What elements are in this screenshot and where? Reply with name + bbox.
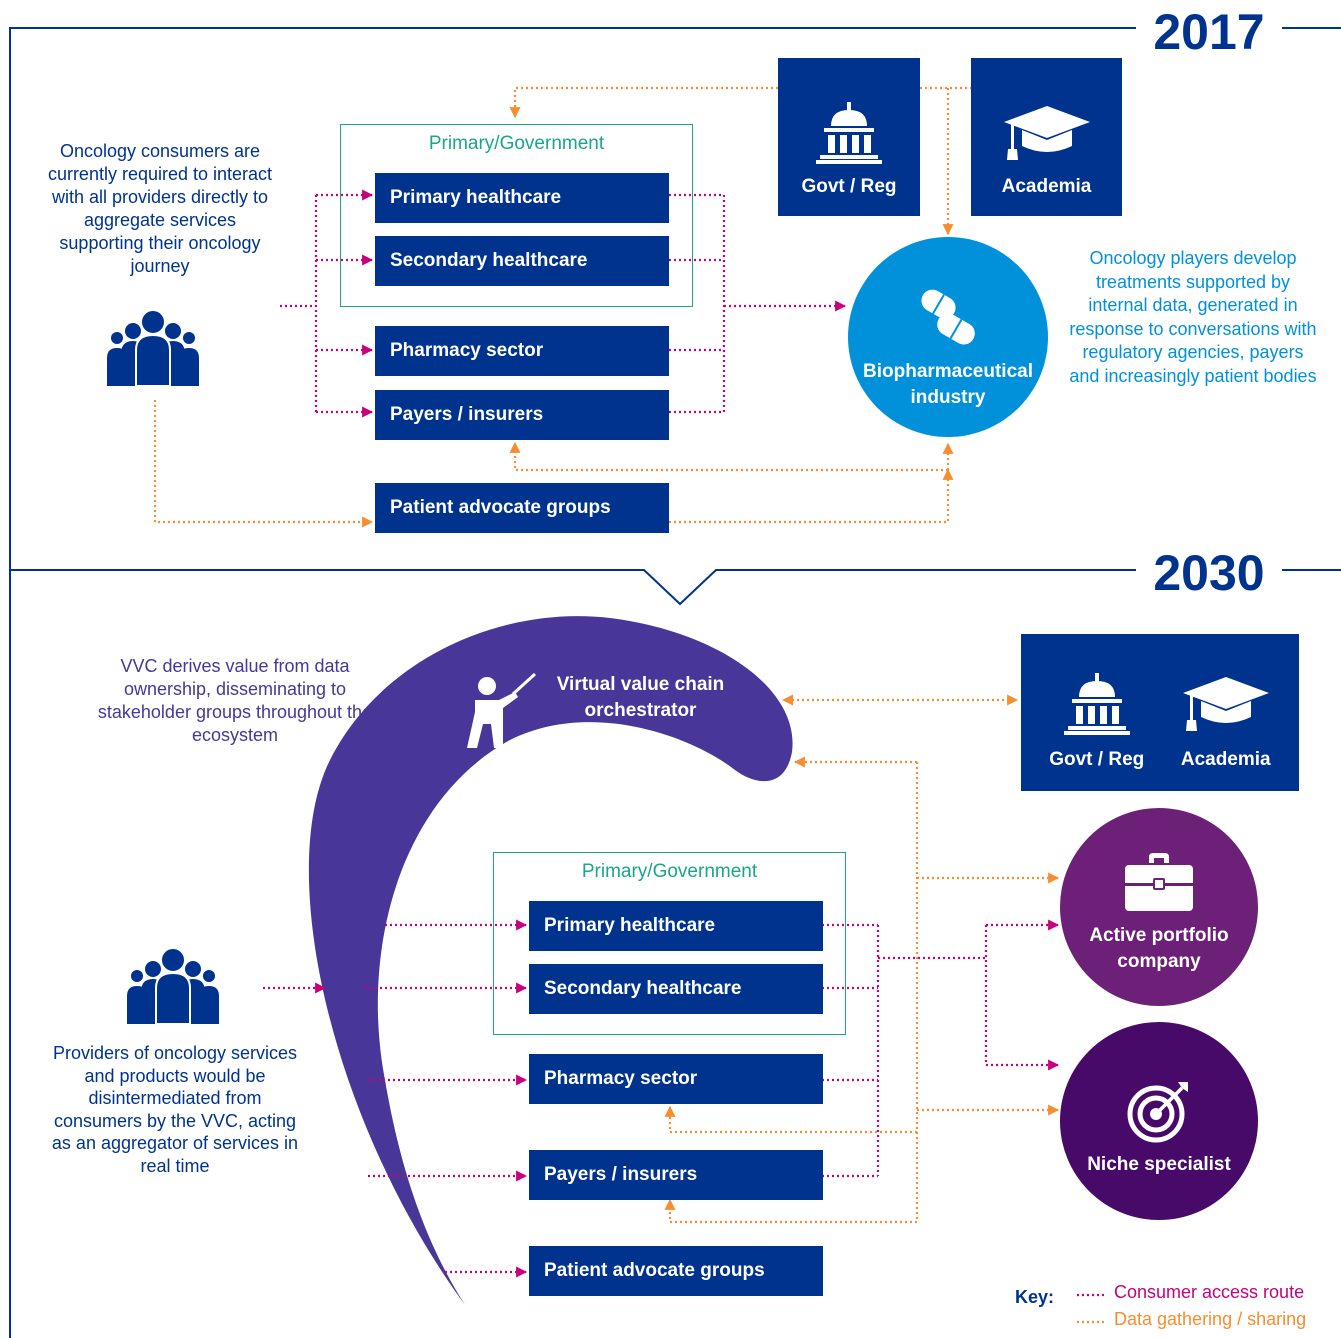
- capitol-icon: [816, 102, 882, 164]
- govt-reg-academia-box-2030: Govt / Reg Academia: [1021, 634, 1299, 791]
- data-sharing-2017: [153, 86, 971, 528]
- patient-advocate-groups-box: Patient advocate groups: [375, 483, 669, 533]
- payers-insurers-box: Payers / insurers: [529, 1150, 823, 1200]
- vvc-swoosh: [308, 616, 793, 1305]
- primary-healthcare-box: Primary healthcare: [375, 173, 669, 223]
- key-lines: [1077, 1293, 1104, 1324]
- pharmacy-sector-box: Pharmacy sector: [375, 326, 669, 376]
- primary-healthcare-box: Primary healthcare: [529, 901, 823, 951]
- graduation-cap-icon: [1182, 677, 1269, 731]
- key-consumer-route: Consumer access route: [1114, 1282, 1305, 1302]
- academia-label: Academia: [1180, 749, 1271, 770]
- briefcase-icon: [1125, 853, 1193, 911]
- patient-advocate-groups-box: Patient advocate groups: [529, 1246, 823, 1296]
- players-note-2017: Oncology players develop treatments supp…: [1069, 248, 1317, 386]
- year-2030: 2030: [1136, 543, 1282, 603]
- vvc-note: VVC derives value from data ownership, d…: [97, 656, 373, 745]
- presenter-icon: [463, 672, 543, 757]
- consumer-note-2017: Oncology consumers are currently require…: [47, 141, 273, 276]
- year-2017: 2017: [1136, 2, 1282, 62]
- academia-label: Academia: [1001, 176, 1092, 197]
- niche-specialist-label: Niche specialist: [1087, 1154, 1231, 1175]
- active-portfolio-label: Active portfolio company: [1089, 925, 1229, 972]
- govt-reg-2030: Govt / Reg: [1049, 650, 1144, 771]
- capitol-icon: [1063, 673, 1130, 735]
- pill-capsules-icon: [921, 289, 975, 345]
- consumer-routes-2017: [280, 189, 847, 418]
- govt-reg-label: Govt / Reg: [801, 176, 897, 197]
- niche-specialist-circle: Niche specialist: [1060, 1022, 1258, 1220]
- orchestrator-label: Virtual value chain orchestrator: [556, 674, 725, 721]
- biopharmaceutical-label: Biopharmaceutical industry: [863, 361, 1033, 408]
- secondary-healthcare-box: Secondary healthcare: [375, 236, 669, 286]
- key-data-sharing: Data gathering / sharing: [1114, 1309, 1307, 1329]
- key-label: Key:: [1015, 1287, 1055, 1307]
- providers-note-2030: Providers of oncology services and produ…: [51, 1043, 299, 1176]
- academia-box: Academia: [971, 58, 1122, 216]
- primary-government-group-2017: Primary/Government: [340, 124, 693, 307]
- govt-reg-box: Govt / Reg: [778, 58, 920, 216]
- secondary-healthcare-box: Secondary healthcare: [529, 964, 823, 1014]
- consumers-icon-2017: [105, 309, 201, 391]
- academia-2030: Academia: [1181, 650, 1271, 771]
- primary-government-group-2030: Primary/Government: [493, 852, 846, 1035]
- payers-insurers-box: Payers / insurers: [375, 390, 669, 440]
- active-portfolio-company-circle: Active portfolio company: [1060, 808, 1258, 1006]
- consumer-routes-2030: [263, 919, 1060, 1278]
- consumers-icon-2030: [125, 947, 221, 1029]
- biopharmaceutical-industry-circle: Biopharmaceutical industry: [848, 237, 1048, 437]
- govt-reg-label: Govt / Reg: [1049, 749, 1145, 770]
- data-sharing-2030: [664, 694, 1060, 1224]
- frame: [9, 27, 1341, 1338]
- target-icon: [1127, 1082, 1188, 1143]
- graduation-cap-icon: [1003, 106, 1090, 160]
- group-label: Primary/Government: [428, 133, 605, 154]
- group-label: Primary/Government: [581, 861, 758, 882]
- pharmacy-sector-box: Pharmacy sector: [529, 1054, 823, 1104]
